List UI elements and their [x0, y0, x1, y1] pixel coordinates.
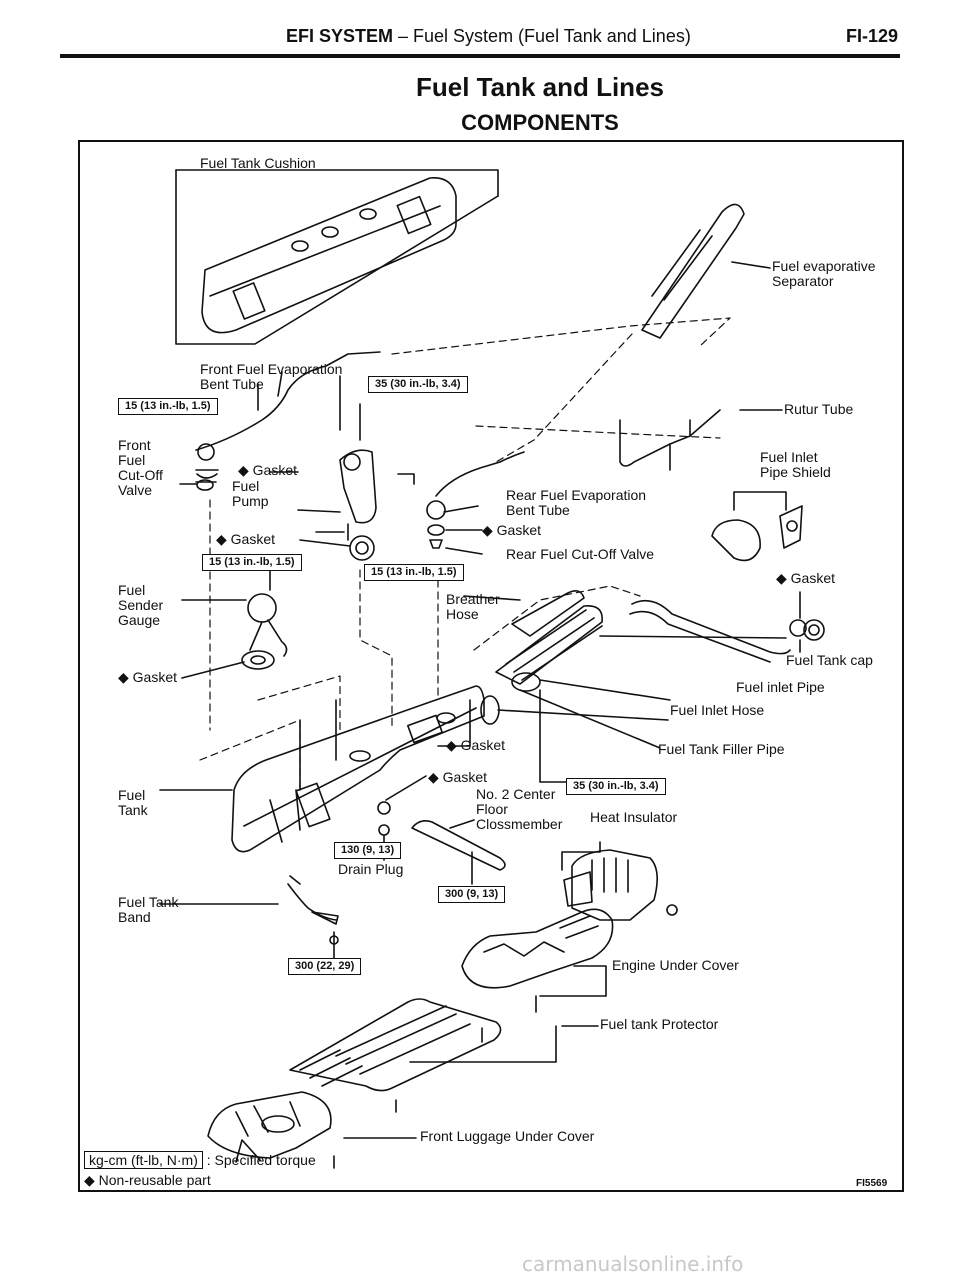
- label-gasket: ◆ Gasket: [446, 737, 506, 753]
- label-engine-under-cover: Engine Under Cover: [612, 957, 739, 973]
- page-number: FI-129: [845, 26, 898, 46]
- legend-nonreusable: ◆ Non-reusable part: [84, 1172, 211, 1188]
- label-fuel-sender-gauge: Fuel Sender Gauge: [118, 582, 164, 628]
- label-rear-fuel-cut-off-valve: Rear Fuel Cut-Off Valve: [506, 546, 655, 562]
- section-title: COMPONENTS: [461, 110, 619, 135]
- label-fuel-inlet-pipe: Fuel inlet Pipe: [736, 679, 825, 695]
- torque-spec: 35 (30 in.-lb, 3.4): [368, 376, 468, 393]
- watermark-text: carmanualsonline.info: [522, 1252, 744, 1276]
- label-front-fuel-evaporation-bent-tube: Front Fuel Evaporation Bent Tube: [200, 361, 343, 392]
- diagram-frame: [78, 140, 904, 1192]
- label-fuel-tank-band: Fuel Tank Band: [118, 894, 179, 925]
- figure-code: FI5569: [856, 1178, 888, 1189]
- torque-spec: 300 (22, 29): [288, 958, 362, 975]
- header-subtitle: – Fuel System (Fuel Tank and Lines): [393, 26, 691, 46]
- label-fuel-tank-protector: Fuel tank Protector: [600, 1016, 719, 1032]
- label-gasket: ◆ Gasket: [238, 462, 298, 478]
- page-title: Fuel Tank and Lines: [415, 72, 664, 102]
- label-heat-insulator: Heat Insulator: [590, 809, 678, 825]
- torque-spec: 300 (9, 13): [438, 886, 506, 903]
- torque-spec: 35 (30 in.-lb, 3.4): [566, 778, 666, 795]
- label-fuel-evaporative-separator: Fuel evaporative Separator: [772, 258, 876, 289]
- label-fuel-pump: Fuel Pump: [232, 478, 269, 509]
- label-rutur-tube: Rutur Tube: [784, 401, 854, 417]
- engine-under-cover-drawing: [461, 908, 614, 989]
- legend-unit-box: kg-cm (ft-lb, N·m): [84, 1151, 203, 1169]
- label-front-fuel-cut-off-valve: Front Fuel Cut-Off Valve: [118, 437, 163, 498]
- fuel-tank-drawing: [231, 685, 485, 853]
- fuel-tank-protector-drawing: [289, 998, 502, 1092]
- label-front-luggage-under-cover: Front Luggage Under Cover: [420, 1128, 595, 1144]
- label-fuel-inlet-pipe-shield: Fuel Inlet Pipe Shield: [760, 449, 831, 480]
- label-fuel-tank-cap: Fuel Tank cap: [786, 652, 873, 668]
- front-luggage-under-cover-drawing: [207, 1091, 332, 1163]
- fuel-tank-cushion-drawing: [175, 169, 499, 345]
- torque-spec: 15 (13 in.-lb, 1.5): [202, 554, 302, 571]
- label-gasket: ◆ Gasket: [428, 769, 488, 785]
- torque-spec: 15 (13 in.-lb, 1.5): [118, 398, 218, 415]
- label-breather-hose: Breather Hose: [446, 591, 500, 622]
- label-no2-center-floor-crossmember: No. 2 Center Floor Clossmember: [476, 786, 563, 832]
- header-section: EFI SYSTEM: [286, 26, 394, 46]
- torque-spec: 130 (9, 13): [334, 842, 402, 859]
- legend-torque: kg-cm (ft-lb, N·m) : Specified torque: [84, 1151, 316, 1169]
- label-fuel-tank: Fuel Tank: [118, 787, 148, 818]
- label-gasket: ◆ Gasket: [776, 570, 836, 586]
- label-gasket: ◆ Gasket: [118, 669, 178, 685]
- header-title: EFI SYSTEM – Fuel System (Fuel Tank and …: [286, 26, 691, 47]
- label-fuel-tank-cushion: Fuel Tank Cushion: [200, 155, 316, 171]
- label-fuel-tank-filler-pipe: Fuel Tank Filler Pipe: [658, 741, 785, 757]
- frame-top-rule: [78, 140, 904, 142]
- fuel-evaporative-separator-drawing: [641, 203, 771, 339]
- torque-spec: 15 (13 in.-lb, 1.5): [364, 564, 464, 581]
- legend-unit-text: : Specified torque: [202, 1152, 316, 1168]
- label-gasket: ◆ Gasket: [216, 531, 276, 547]
- label-gasket: ◆ Gasket: [482, 522, 542, 538]
- page-header: EFI SYSTEM – Fuel System (Fuel Tank and …: [60, 18, 900, 58]
- label-rear-fuel-evaporation-bent-tube: Rear Fuel Evaporation Bent Tube: [506, 487, 647, 518]
- label-drain-plug: Drain Plug: [338, 861, 404, 877]
- label-fuel-inlet-hose: Fuel Inlet Hose: [670, 702, 765, 718]
